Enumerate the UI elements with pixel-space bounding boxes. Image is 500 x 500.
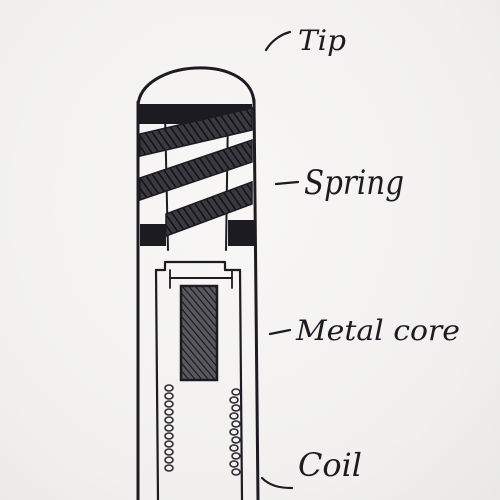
coil-windings-left bbox=[165, 385, 173, 471]
core-label: Metal core bbox=[295, 314, 460, 347]
coil-loop bbox=[165, 393, 173, 399]
coil-loop bbox=[232, 405, 240, 411]
coil-loop bbox=[165, 441, 173, 447]
metal-core bbox=[181, 286, 217, 380]
inner-wall-right bbox=[240, 270, 242, 500]
coil-loop bbox=[230, 461, 238, 467]
spring-leader-line bbox=[276, 182, 298, 184]
coil-loop bbox=[230, 429, 238, 435]
spring-label: Spring bbox=[304, 163, 404, 203]
coil-loop bbox=[230, 413, 238, 419]
coil-loop bbox=[232, 469, 240, 475]
tip-leader-line bbox=[266, 32, 290, 50]
coil-loop bbox=[232, 437, 240, 443]
coil-windings-right bbox=[230, 389, 240, 475]
spring-bottom-block-right bbox=[228, 220, 256, 246]
inner-wall-left bbox=[156, 270, 158, 500]
coil-loop bbox=[232, 389, 240, 395]
core-leader-line bbox=[270, 330, 290, 334]
spring-bottom-block-left bbox=[140, 224, 166, 246]
coil-loop bbox=[165, 425, 173, 431]
coil-loop bbox=[165, 417, 173, 423]
coil-loop bbox=[165, 465, 173, 471]
tip-label: Tip bbox=[298, 24, 346, 57]
spring-step bbox=[156, 262, 240, 270]
coil-loop bbox=[165, 449, 173, 455]
coil-loop bbox=[165, 409, 173, 415]
coil-loop bbox=[165, 401, 173, 407]
coil-loop bbox=[232, 453, 240, 459]
coil-loop bbox=[165, 433, 173, 439]
coil-loop bbox=[232, 421, 240, 427]
casing-right-wall bbox=[254, 100, 258, 500]
coil-loop bbox=[165, 457, 173, 463]
coil-loop bbox=[165, 385, 173, 391]
coil-loop bbox=[230, 397, 238, 403]
coil-loop bbox=[230, 445, 238, 451]
coil-label: Coil bbox=[298, 446, 362, 484]
tip-dome bbox=[138, 68, 254, 106]
coil-leader-line bbox=[262, 478, 292, 488]
